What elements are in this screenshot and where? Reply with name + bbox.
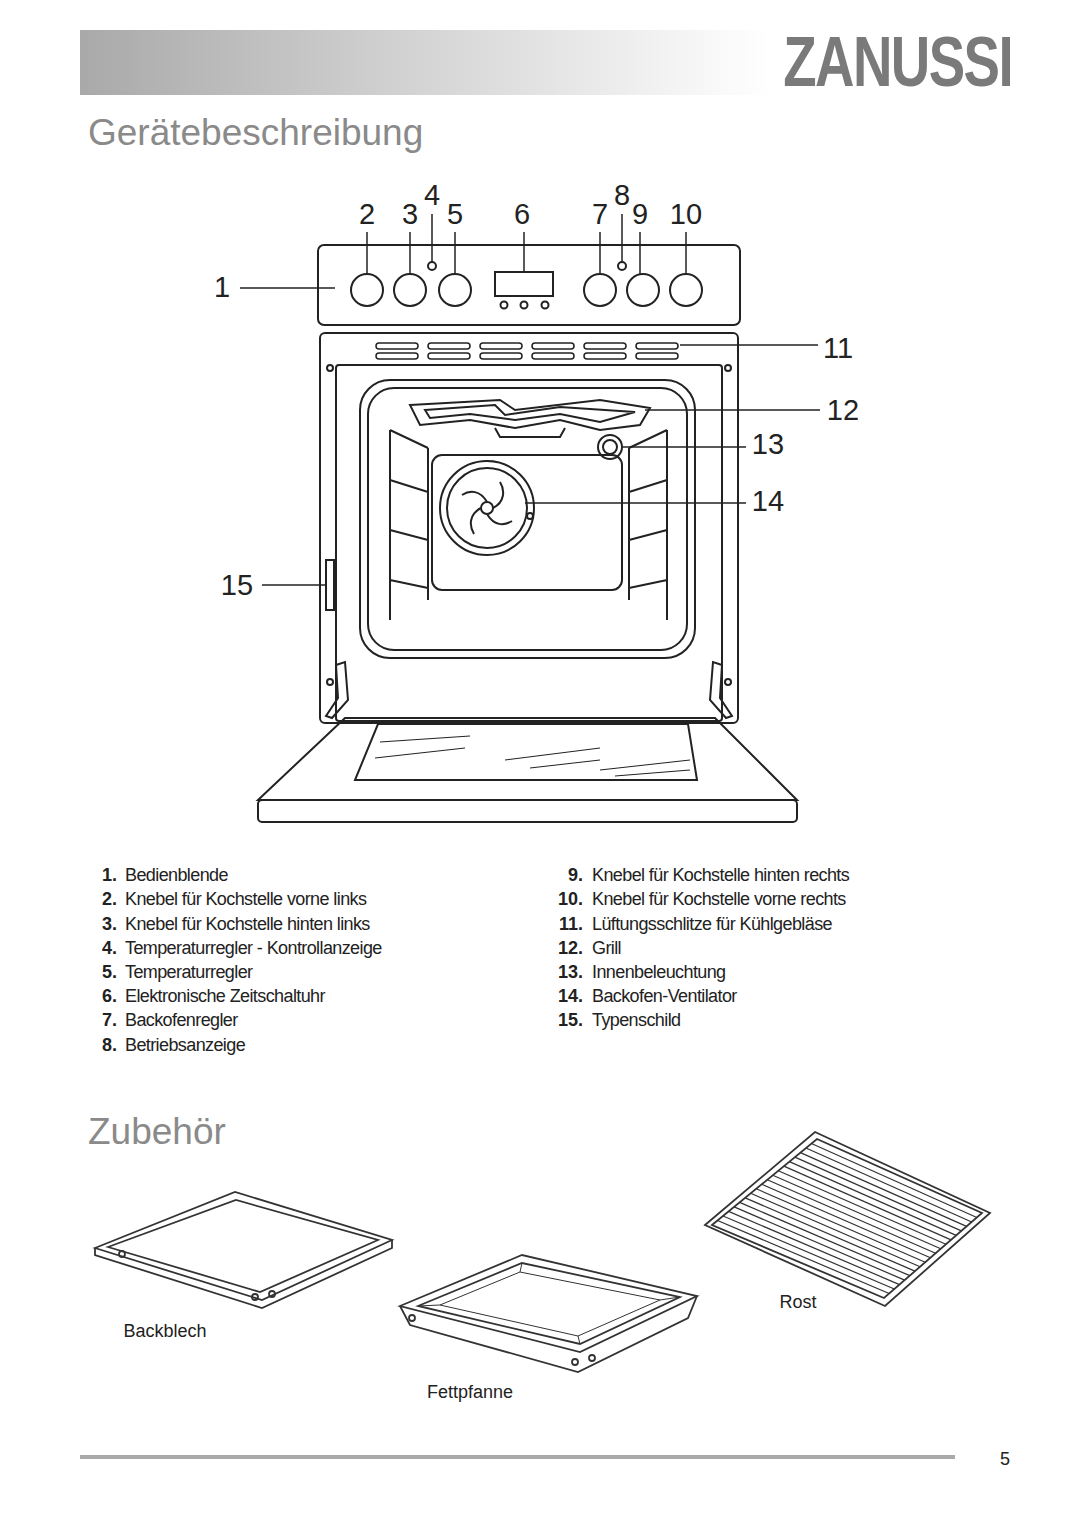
- page-title: Gerätebeschreibung: [88, 113, 423, 154]
- item-text: Innenbeleuchtung: [592, 963, 726, 983]
- item-number: 4.: [102, 939, 117, 959]
- item-text: Temperaturregler - Kontrollanzeige: [125, 939, 382, 959]
- callout-number: 6: [514, 199, 530, 231]
- item-number: 5.: [102, 963, 117, 983]
- grid-bar: [740, 1202, 910, 1275]
- item-number: 10.: [558, 890, 583, 910]
- callout-number: 7: [592, 199, 608, 231]
- callout-number: 8: [614, 180, 630, 212]
- grid-bar: [806, 1148, 972, 1222]
- callout-number: 1: [214, 272, 230, 304]
- item-number: 6.: [102, 987, 117, 1007]
- item-text: Typenschild: [592, 1011, 680, 1031]
- grid-bar: [718, 1220, 890, 1293]
- item-number: 11.: [559, 915, 583, 935]
- item-number: 13.: [558, 963, 583, 983]
- item-text: Knebel für Kochstelle hinten rechts: [592, 866, 849, 886]
- grid-bar: [773, 1175, 941, 1249]
- grid-bar: [795, 1157, 961, 1231]
- grid-bar: [762, 1184, 931, 1257]
- item-text: Elektronische Zeitschaltuhr: [125, 987, 325, 1007]
- item-text: Knebel für Kochstelle vorne links: [125, 890, 366, 910]
- grid-bar: [756, 1189, 925, 1262]
- item-text: Backofen-Ventilator: [592, 987, 737, 1007]
- item-number: 8.: [102, 1036, 117, 1056]
- grid-bar: [784, 1166, 951, 1240]
- item-number: 9.: [568, 866, 583, 886]
- callout-number: 2: [359, 199, 375, 231]
- item-number: 1.: [102, 866, 117, 886]
- oven: [240, 214, 820, 822]
- callout-number: 12: [827, 395, 859, 427]
- accessories: [95, 1132, 990, 1372]
- item-number: 7.: [102, 1011, 117, 1031]
- section-heading: Zubehör: [88, 1112, 226, 1153]
- grid-bar: [811, 1144, 976, 1218]
- callout-number: 5: [447, 199, 463, 231]
- grid-bar: [767, 1180, 935, 1254]
- grid-bar: [723, 1216, 894, 1289]
- item-text: Knebel für Kochstelle vorne rechts: [592, 890, 846, 910]
- grid-bar: [734, 1207, 905, 1280]
- item-number: 2.: [102, 890, 117, 910]
- footer-rule: [80, 1455, 955, 1459]
- accessory-label: Fettpfanne: [427, 1383, 513, 1403]
- accessory-label: Rost: [779, 1293, 816, 1313]
- item-text: Temperaturregler: [125, 963, 252, 983]
- item-text: Knebel für Kochstelle hinten links: [125, 915, 370, 935]
- item-number: 14.: [558, 987, 583, 1007]
- callout-number: 10: [670, 199, 702, 231]
- header-bar: [80, 30, 770, 95]
- item-text: Betriebsanzeige: [125, 1036, 245, 1056]
- brand-logo: ZANUSSI: [783, 24, 1012, 101]
- item-text: Lüftungsschlitze für Kühlgebläse: [592, 915, 832, 935]
- grid-bar: [778, 1171, 946, 1245]
- item-number: 3.: [102, 915, 117, 935]
- grid-bar: [729, 1211, 900, 1284]
- callout-number: 11: [823, 333, 853, 365]
- item-text: Grill: [592, 939, 621, 959]
- item-number: 12.: [558, 939, 583, 959]
- callout-number: 4: [424, 180, 440, 212]
- accessory-label: Backblech: [123, 1322, 206, 1342]
- callout-number: 13: [752, 429, 784, 461]
- grid-bar: [789, 1162, 956, 1236]
- grid-bar: [800, 1153, 966, 1227]
- grid-bar: [745, 1198, 915, 1271]
- item-text: Backofenregler: [125, 1011, 238, 1031]
- page-number: 5: [1000, 1450, 1010, 1470]
- callout-number: 3: [402, 199, 418, 231]
- callout-number: 9: [632, 199, 648, 231]
- grid-bar: [751, 1193, 920, 1266]
- item-number: 15.: [558, 1011, 583, 1031]
- callout-number: 15: [221, 570, 253, 602]
- item-text: Bedienblende: [125, 866, 228, 886]
- callout-number: 14: [752, 486, 784, 518]
